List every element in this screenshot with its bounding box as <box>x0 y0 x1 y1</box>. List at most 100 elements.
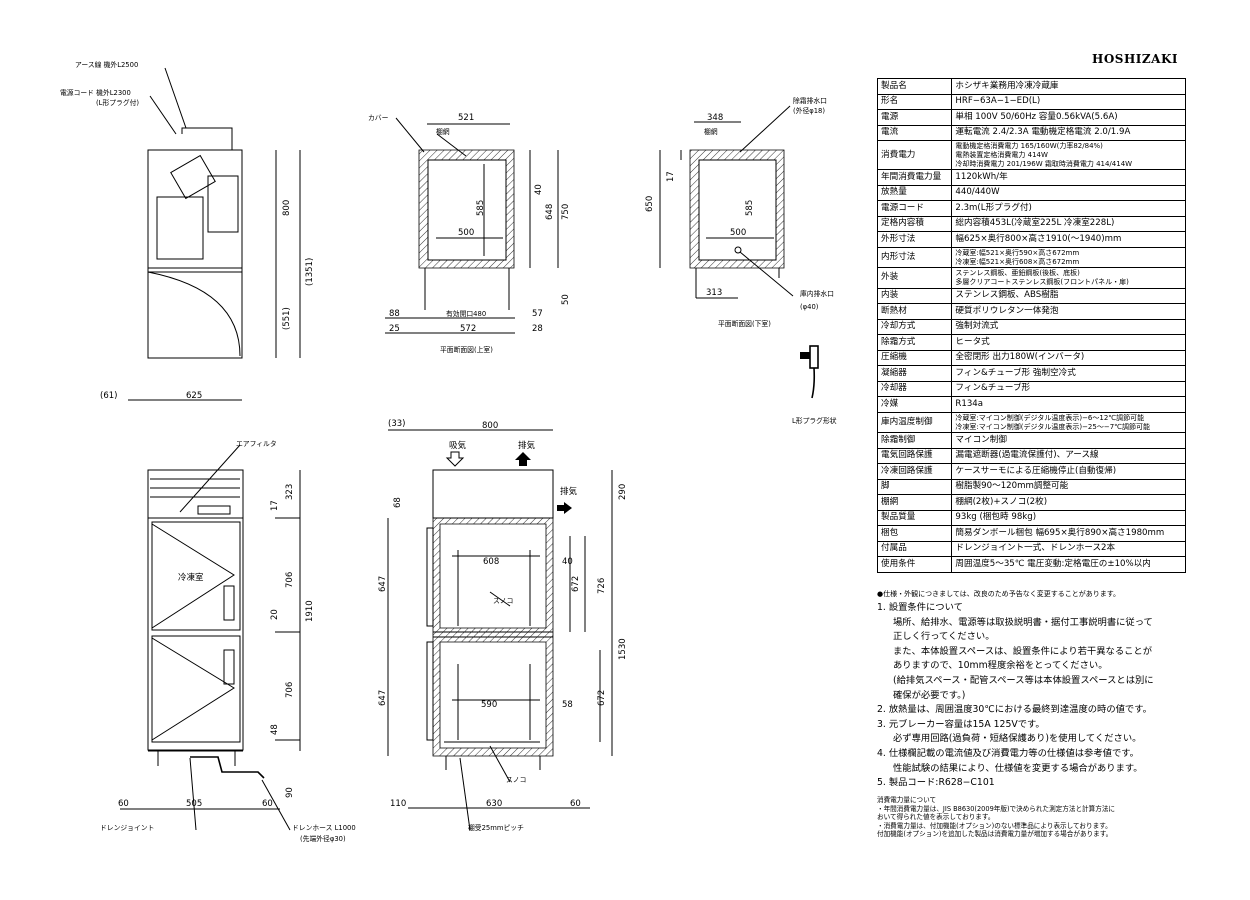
spec-key: 定格内容積 <box>876 215 953 233</box>
spec-value-line: 冷蔵室:幅521×奥行590×高さ672mm <box>955 248 1080 257</box>
spec-row: 棚網棚網(2枚)+スノコ(2枚) <box>876 494 1186 511</box>
spec-key: 形名 <box>876 93 953 110</box>
drain-hose-label: ドレンホース L1000 <box>292 824 356 832</box>
spec-value: ステンレス鋼板、ABS樹脂 <box>951 287 1186 305</box>
spec-value: 運転電流 2.4/2.3A 電動機定格電流 2.0/1.9A <box>951 124 1186 141</box>
spec-row: 除霜制御マイコン制御 <box>876 432 1186 449</box>
spec-value: ステンレス鋼板、亜鉛鋼板(後板、底板)多層クリアコートステンレス鋼板(フロントパ… <box>951 267 1186 289</box>
drain-inside-label: 庫内排水口 <box>800 289 834 298</box>
dim-61: (61) <box>100 391 117 401</box>
dim-500: 500 <box>458 228 474 238</box>
spec-key: 冷却器 <box>876 380 953 398</box>
spec-key: 年間消費電力量 <box>876 169 953 186</box>
note-line: 2. 放熱量は、周囲温度30℃における最終到達温度の時の値です。 <box>877 704 1152 716</box>
front-elevation <box>120 444 301 831</box>
spec-key: 冷却方式 <box>876 318 953 336</box>
intake-label: 吸気 <box>449 440 467 451</box>
dim-17: 17 <box>666 171 676 182</box>
footnote-line: 消費電力量について <box>877 796 937 804</box>
spec-value: 単相 100V 50/60Hz 容量0.56kVA(5.6A) <box>951 109 1186 126</box>
dim-348: 348 <box>707 113 723 123</box>
note-line: ありますので、10mm程度余裕をとってください。 <box>893 660 1108 672</box>
power-cord-sub: (L形プラグ付) <box>96 98 139 107</box>
dim-290: 290 <box>618 484 628 500</box>
footnotes: 消費電力量について・年間消費電力量は、JIS B8630(2009年版)で決めら… <box>877 796 1115 839</box>
spec-value-line: ステンレス鋼板、亜鉛鋼板(後板、底板) <box>955 269 1080 278</box>
spec-key: 断熱材 <box>876 303 953 320</box>
spec-value: 周囲温度5〜35℃ 電圧変動:定格電圧の±10%以内 <box>951 556 1186 573</box>
dim-60-c: 60 <box>570 799 581 809</box>
dim-585: 585 <box>476 200 486 216</box>
brand-logo: HOSHIZAKI <box>1092 52 1179 66</box>
spec-value: 硬質ポリウレタン一体発泡 <box>951 303 1186 320</box>
spec-key: 凝縮器 <box>876 365 953 382</box>
dim-585-b: 585 <box>745 200 755 216</box>
dim-480: 有効開口480 <box>446 309 486 318</box>
technical-drawing: アース線 機外L2500 電源コード 機外L2300 (L形プラグ付) 800 … <box>60 60 837 843</box>
spec-value-line: 電動機定格消費電力 165/160W(力率82/84%) <box>955 142 1103 150</box>
spec-row: 内装ステンレス鋼板、ABS樹脂 <box>876 287 1186 305</box>
spec-value-line: 冷却時消費電力 201/196W 霜取時消費電力 414/414W <box>955 159 1133 168</box>
dim-68: 68 <box>393 497 403 508</box>
dim-88: 88 <box>389 309 400 319</box>
spec-key: 脚 <box>876 478 953 496</box>
dim-672-b: 672 <box>597 690 607 706</box>
spec-row: 消費電力電動機定格消費電力 165/160W(力率82/84%)電熱装置定格消費… <box>876 139 1186 171</box>
dim-1530: 1530 <box>618 638 628 660</box>
dim-706-b: 706 <box>285 682 295 698</box>
side-view-top <box>128 67 301 401</box>
defrost-drain-label: 除霜排水口 <box>793 96 827 105</box>
dim-608: 608 <box>483 557 499 567</box>
spec-value: 93kg (梱包時 98kg) <box>951 509 1186 527</box>
upper-section-plan <box>385 117 559 334</box>
sunoko-label-2: スノコ <box>506 776 526 784</box>
spec-value: 440/440W <box>951 184 1186 202</box>
spec-row: 外形寸法幅625×奥行800×高さ1910(〜1940)mm <box>876 231 1186 248</box>
note-line: 5. 製品コード:R628−C101 <box>877 777 995 789</box>
spec-key: 庫内温度制御 <box>876 411 953 434</box>
dim-313: 313 <box>706 288 722 298</box>
dim-40: 40 <box>534 184 544 195</box>
drain-inside-sub: (φ40) <box>800 303 819 311</box>
spec-value: 幅625×奥行800×高さ1910(〜1940)mm <box>951 231 1186 248</box>
sunoko-label: スノコ <box>493 597 513 605</box>
spec-key: 棚網 <box>876 494 953 511</box>
dim-572: 572 <box>460 324 476 334</box>
spec-row: 使用条件周囲温度5〜35℃ 電圧変動:定格電圧の±10%以内 <box>876 556 1186 573</box>
note-line: 必ず専用回路(過負荷・短絡保護あり)を使用してください。 <box>893 733 1142 745</box>
dim-750: 750 <box>561 204 571 220</box>
footnote-line: 付加機能(オプション)を追加した製品は消費電力量が増加する場合があります。 <box>877 830 1113 839</box>
spec-value-line: 冷凍室:マイコン制御(デジタル温度表示)−25〜−7℃調節可能 <box>955 422 1151 431</box>
power-cord-label: 電源コード 機外L2300 <box>60 88 131 97</box>
dim-647: 647 <box>378 576 388 592</box>
spec-key: 冷媒 <box>876 396 953 413</box>
spec-row: 脚樹脂製90〜120mm調整可能 <box>876 478 1186 496</box>
spec-row: 梱包簡易ダンボール梱包 幅695×奥行890×高さ1980mm <box>876 525 1186 542</box>
note-line: 性能試験の結果により、仕様値を変更する場合があります。 <box>893 762 1143 774</box>
spec-value: 強制対流式 <box>951 318 1186 336</box>
spec-value: 冷蔵室:マイコン制御(デジタル温度表示)−6〜12℃調節可能冷凍室:マイコン制御… <box>951 411 1186 434</box>
dim-1351: (1351) <box>305 258 315 286</box>
spec-value: フィン&チューブ形 強制空冷式 <box>951 365 1186 382</box>
spec-value: ドレンジョイント一式、ドレンホース2本 <box>951 540 1186 558</box>
freezer-label: 冷凍室 <box>178 572 204 583</box>
note-line: 4. 仕様欄記載の電流値及び消費電力等の仕様値は参考値です。 <box>877 747 1139 759</box>
dim-800-b: 800 <box>482 421 498 431</box>
spec-key: 使用条件 <box>876 556 953 573</box>
spec-key: 製品質量 <box>876 509 953 527</box>
spec-row: 冷却方式強制対流式 <box>876 318 1186 336</box>
dim-17-b: 17 <box>270 500 280 511</box>
spec-key: 電源 <box>876 109 953 126</box>
spec-value: 簡易ダンボール梱包 幅695×奥行890×高さ1980mm <box>951 525 1186 542</box>
dim-110: 110 <box>390 799 406 809</box>
note-line: 正しく行ってください。 <box>893 631 995 643</box>
spec-row: 圧縮機全密閉形 出力180W(インバータ) <box>876 349 1186 367</box>
dim-648: 648 <box>545 204 555 220</box>
shelf-label: 棚網 <box>436 127 450 136</box>
l-plug-icon <box>800 345 819 399</box>
spec-value: R134a <box>951 396 1186 413</box>
spec-key: 除霜制御 <box>876 432 953 449</box>
